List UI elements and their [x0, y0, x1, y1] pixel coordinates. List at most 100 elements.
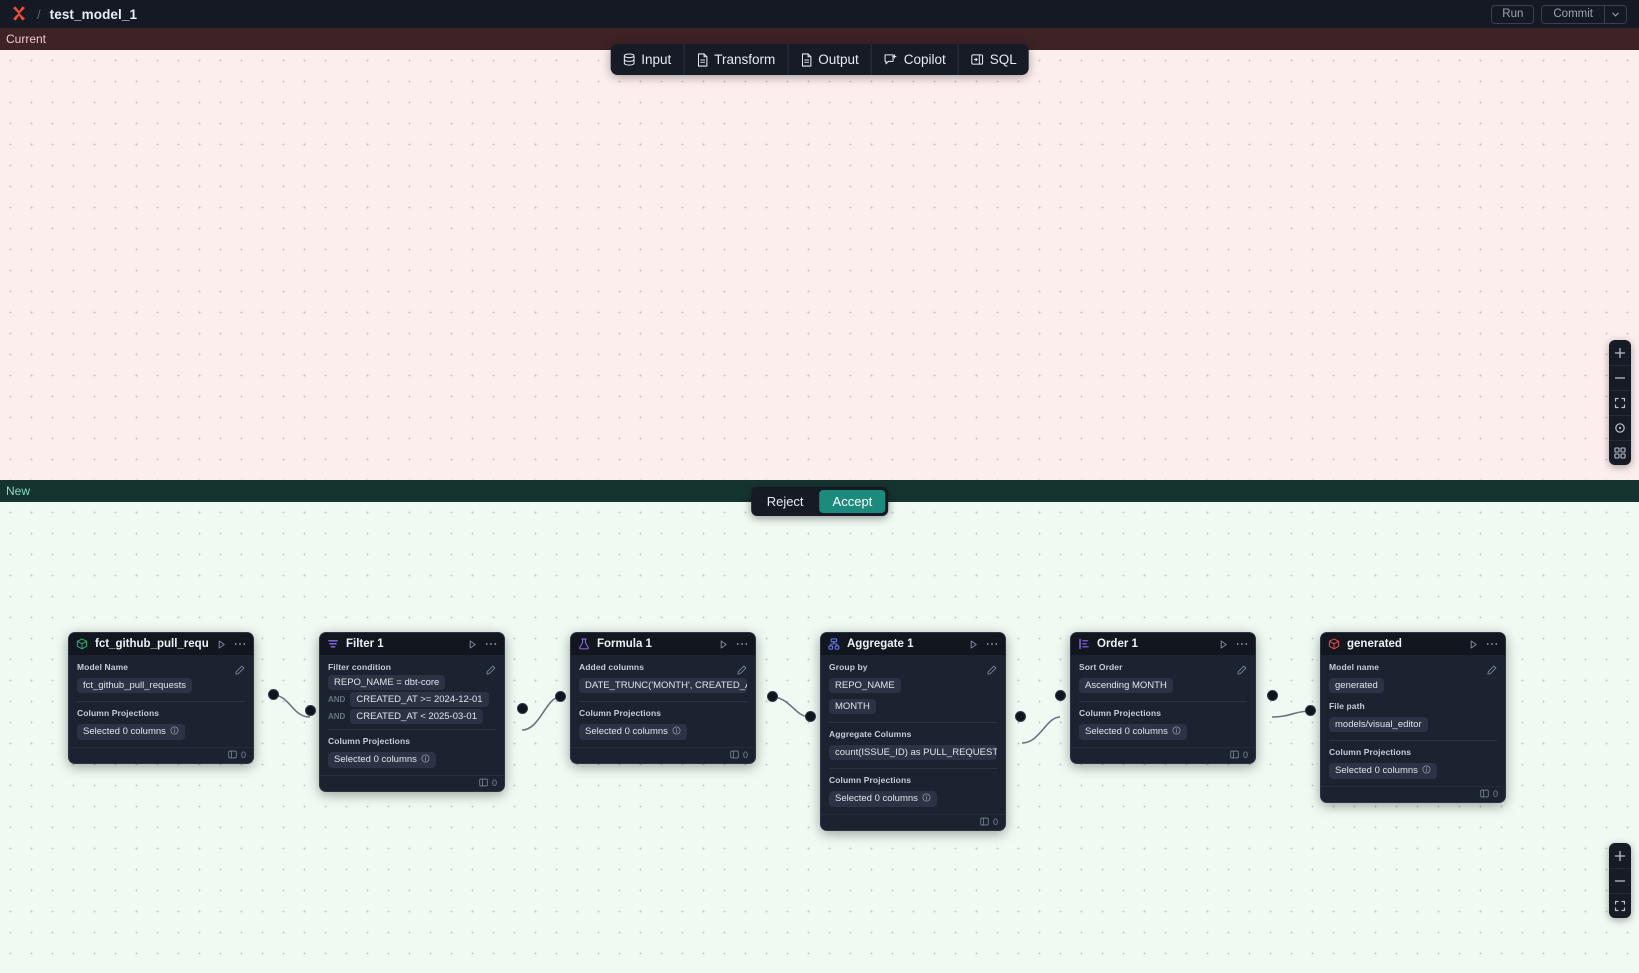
node-port-out[interactable] [268, 689, 279, 700]
run-node-icon[interactable] [1218, 639, 1229, 650]
commit-split-button[interactable]: Commit [1541, 4, 1627, 24]
node-port-in[interactable] [1305, 705, 1316, 716]
edit-pencil-icon[interactable] [1237, 662, 1247, 680]
node-card-formula[interactable]: Formula 1 Added columns DATE_TRUNC('MONT… [570, 632, 756, 764]
page-title: test_model_1 [49, 6, 138, 22]
node-menu-icon[interactable] [1236, 642, 1248, 646]
info-icon[interactable] [1172, 725, 1181, 738]
zoom-in-icon[interactable] [1609, 340, 1631, 365]
value-column-projections[interactable]: Selected 0 columns [1079, 723, 1187, 740]
node-header[interactable]: Aggregate 1 [821, 633, 1005, 655]
edit-pencil-icon[interactable] [987, 662, 997, 680]
node-header[interactable]: Order 1 [1071, 633, 1255, 655]
node-port-in[interactable] [805, 711, 816, 722]
reject-button[interactable]: Reject [766, 494, 804, 509]
field-label-column-projections: Column Projections [829, 775, 912, 785]
edit-pencil-icon[interactable] [486, 662, 496, 680]
toolbar-item-copilot[interactable]: Copilot [870, 44, 958, 75]
node-header[interactable]: Formula 1 [571, 633, 755, 655]
value-column-projections[interactable]: Selected 0 columns [579, 723, 687, 740]
info-icon[interactable] [421, 753, 430, 766]
accept-button[interactable]: Accept [819, 490, 886, 513]
node-port-out[interactable] [517, 703, 528, 714]
node-card-source[interactable]: fct_github_pull_requests Model Name fct_… [68, 632, 254, 764]
x-logo-icon[interactable] [8, 3, 30, 25]
node-card-aggregate[interactable]: Aggregate 1 Group by REPO_NAME MONTH Agg… [820, 632, 1006, 831]
condition-value[interactable]: CREATED_AT >= 2024-12-01 [350, 692, 489, 707]
node-header[interactable]: fct_github_pull_requests [69, 633, 253, 655]
value-sort-order[interactable]: Ascending MONTH [1079, 678, 1173, 693]
value-model-name[interactable]: fct_github_pull_requests [77, 678, 192, 693]
value-group-by[interactable]: MONTH [829, 699, 876, 714]
divider [579, 701, 747, 702]
value-column-projections[interactable]: Selected 0 columns [77, 723, 185, 740]
row-count: 0 [491, 778, 497, 788]
value-added-columns[interactable]: DATE_TRUNC('MONTH', CREATED_AT… [579, 678, 747, 693]
flask-icon [578, 638, 590, 650]
filter-condition-row[interactable]: AND CREATED_AT >= 2024-12-01 [328, 692, 496, 707]
zoom-controls-new [1609, 843, 1631, 918]
node-body: Model name generated File path models/vi… [1321, 655, 1505, 786]
value-column-projections[interactable]: Selected 0 columns [1329, 762, 1437, 779]
commit-button[interactable]: Commit [1553, 8, 1593, 20]
condition-value[interactable]: REPO_NAME = dbt-core [328, 675, 446, 690]
run-node-icon[interactable] [216, 639, 227, 650]
node-menu-icon[interactable] [485, 642, 497, 646]
recenter-icon[interactable] [1609, 415, 1631, 440]
node-port-out[interactable] [767, 691, 778, 702]
node-card-filter[interactable]: Filter 1 Filter condition REPO_NAME = db… [319, 632, 505, 792]
value-file-path[interactable]: models/visual_editor [1329, 717, 1428, 732]
value-aggregate-columns[interactable]: count(ISSUE_ID) as PULL_REQUEST_… [829, 745, 997, 760]
field-label-filter-condition: Filter condition [328, 662, 391, 672]
zoom-in-icon[interactable] [1609, 843, 1631, 868]
run-node-icon[interactable] [1468, 639, 1479, 650]
value-model-name[interactable]: generated [1329, 678, 1384, 693]
info-icon[interactable] [1422, 764, 1431, 777]
node-port-in[interactable] [305, 705, 316, 716]
value-column-projections[interactable]: Selected 0 columns [829, 790, 937, 807]
filter-icon [327, 638, 339, 650]
run-node-icon[interactable] [718, 639, 729, 650]
info-icon[interactable] [922, 792, 931, 805]
fit-view-icon[interactable] [1609, 390, 1631, 415]
node-menu-icon[interactable] [736, 642, 748, 646]
zoom-out-icon[interactable] [1609, 365, 1631, 390]
node-card-order[interactable]: Order 1 Sort Order Ascending MONTH Colum… [1070, 632, 1256, 764]
filter-condition-row[interactable]: REPO_NAME = dbt-core [328, 675, 496, 690]
node-port-in[interactable] [1055, 690, 1066, 701]
zoom-out-icon[interactable] [1609, 868, 1631, 893]
database-icon [622, 52, 635, 67]
file-transform-icon [696, 52, 708, 67]
info-icon[interactable] [170, 725, 179, 738]
node-title: Order 1 [1097, 638, 1138, 650]
run-node-icon[interactable] [467, 639, 478, 650]
edit-pencil-icon[interactable] [1487, 662, 1497, 680]
edit-pencil-icon[interactable] [737, 662, 747, 680]
fit-view-icon[interactable] [1609, 893, 1631, 918]
info-icon[interactable] [672, 725, 681, 738]
chevron-down-icon[interactable] [1604, 5, 1626, 23]
node-card-generated[interactable]: generated Model name generated File path… [1320, 632, 1506, 803]
node-menu-icon[interactable] [234, 642, 246, 646]
edit-pencil-icon[interactable] [235, 662, 245, 680]
node-header[interactable]: generated [1321, 633, 1505, 655]
run-button[interactable]: Run [1491, 4, 1535, 24]
filter-condition-row[interactable]: AND CREATED_AT < 2025-03-01 [328, 709, 496, 724]
condition-value[interactable]: CREATED_AT < 2025-03-01 [350, 709, 484, 724]
node-menu-icon[interactable] [1486, 642, 1498, 646]
node-port-out[interactable] [1267, 690, 1278, 701]
field-label-file-path: File path [1329, 701, 1365, 711]
toolbar-item-input[interactable]: Input [610, 44, 683, 75]
run-node-icon[interactable] [968, 639, 979, 650]
minimap-icon[interactable] [1609, 440, 1631, 465]
value-column-projections[interactable]: Selected 0 columns [328, 751, 436, 768]
toolbar-item-output[interactable]: Output [787, 44, 871, 75]
toolbar-item-transform[interactable]: Transform [683, 44, 787, 75]
node-header[interactable]: Filter 1 [320, 633, 504, 655]
node-menu-icon[interactable] [986, 642, 998, 646]
toolbar-item-sql[interactable]: SQL [957, 44, 1029, 75]
value-group-by[interactable]: REPO_NAME [829, 678, 901, 693]
node-port-in[interactable] [555, 691, 566, 702]
field-label-column-projections: Column Projections [1079, 708, 1162, 718]
node-port-out[interactable] [1015, 711, 1026, 722]
